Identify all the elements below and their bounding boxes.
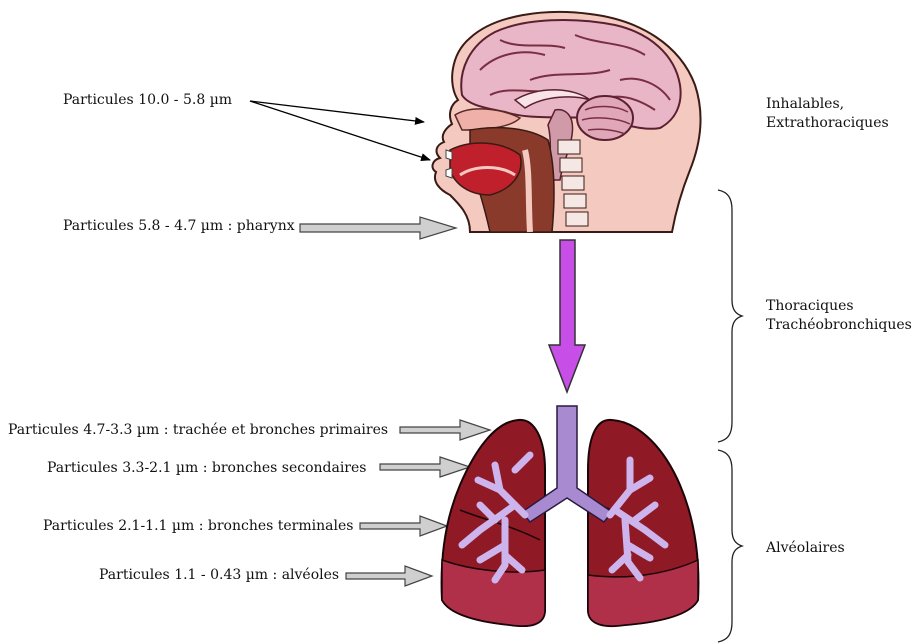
purple-down-arrow bbox=[549, 240, 585, 392]
arrow-to-mouth bbox=[250, 101, 430, 160]
gray-arrow-bronches-terminales bbox=[360, 516, 447, 536]
gray-arrow-pharynx bbox=[300, 217, 456, 239]
arrow-to-nasal bbox=[250, 101, 424, 122]
brace-thoraciques bbox=[718, 190, 742, 442]
lungs-illustration bbox=[442, 406, 699, 626]
brace-alveolaires bbox=[718, 450, 742, 642]
gray-arrow-trachee bbox=[400, 420, 490, 440]
gray-arrow-alveoles bbox=[346, 566, 432, 586]
head-illustration bbox=[433, 12, 701, 232]
gray-arrow-bronches-secondaires bbox=[380, 457, 470, 477]
